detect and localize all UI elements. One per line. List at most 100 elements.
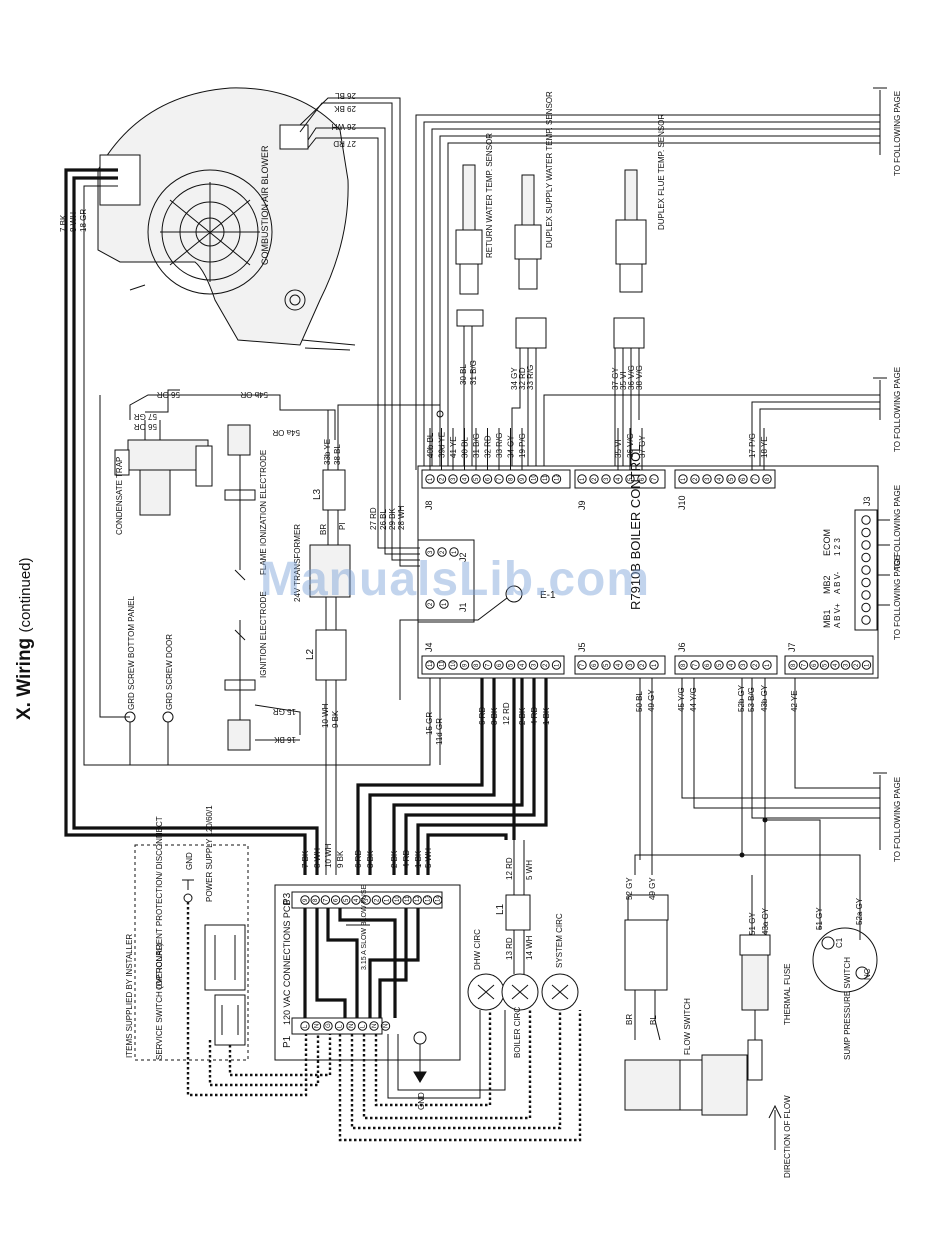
svg-text:13 RD: 13 RD — [505, 937, 514, 960]
j10-pin-label: 3 — [705, 477, 711, 481]
j8-pin-label: 12 — [555, 474, 561, 481]
p3-wire-label: 7 BK — [301, 850, 310, 868]
j6-pin-label: 6 — [705, 663, 711, 667]
svg-text:36 V/G: 36 V/G — [627, 365, 636, 390]
p1-pin-label: N — [372, 1024, 378, 1028]
e1-ground-terminal — [505, 585, 523, 603]
p1-pin — [380, 1021, 391, 1031]
p3-pin-label: 14 — [436, 895, 442, 902]
j7-pin — [851, 660, 861, 670]
p3-pin — [402, 895, 412, 905]
svg-text:GND: GND — [185, 852, 194, 870]
connections-pcb: P3 P1 120 VAC CONNECTIONS PCB 3.15 A SLO… — [274, 884, 461, 1110]
p3-pin-label: 3 — [364, 898, 370, 902]
p3-wire-label: 1 BK — [414, 850, 423, 868]
svg-text:PI: PI — [338, 522, 347, 530]
j2-pin-label: 3 — [428, 550, 434, 554]
j8-pin — [528, 474, 539, 484]
svg-text:3.15 A SLOW BLOW FUSE: 3.15 A SLOW BLOW FUSE — [361, 884, 368, 970]
j6-pin — [678, 660, 688, 670]
j8-wire-label: 32 RD — [484, 435, 493, 458]
svg-text:38 V/G: 38 V/G — [635, 365, 644, 390]
p3-pin — [381, 895, 392, 905]
j6-pin-label: 4 — [729, 663, 735, 667]
j8-pin — [459, 474, 470, 484]
j8-pin — [482, 474, 493, 484]
svg-text:15 GR: 15 GR — [273, 707, 296, 716]
svg-text:RETURN WATER TEMP. SENSOR: RETURN WATER TEMP. SENSOR — [485, 133, 494, 258]
svg-text:30 BL: 30 BL — [459, 364, 468, 385]
j3-pin — [861, 552, 871, 563]
p3-pin — [432, 895, 443, 905]
p3-wire-label: 4 RD — [402, 850, 411, 868]
svg-text:38 BL: 38 BL — [333, 444, 342, 465]
j8-pin-label: 9 — [520, 477, 526, 481]
j3-pin — [861, 602, 871, 613]
j10-pin — [702, 474, 712, 484]
svg-text:C1: C1 — [835, 937, 844, 948]
j8-pin-label: 10 — [532, 474, 538, 481]
svg-text:54b OR: 54b OR — [240, 390, 268, 399]
thermal-fuse: 51 GY 43a GY THERMAL FUSE — [739, 875, 792, 1081]
svg-text:J5: J5 — [577, 642, 587, 652]
p3-wire-label: 3 BK — [366, 850, 375, 868]
j7-pin — [861, 660, 872, 670]
j3-pin — [861, 515, 871, 525]
svg-text:27 RD: 27 RD — [369, 507, 378, 530]
p3-pin — [330, 895, 341, 905]
svg-text:1 2 3: 1 2 3 — [833, 538, 842, 556]
p3-pin — [300, 895, 310, 905]
j4-pin — [517, 660, 527, 670]
svg-text:IGNITION ELECTRODE: IGNITION ELECTRODE — [259, 591, 268, 678]
j3-pin — [861, 590, 871, 600]
j4-pin-label: 9 — [463, 663, 469, 667]
j8-pin — [471, 474, 481, 484]
j10-wire-label: 17 P/G — [748, 433, 757, 458]
j5-pin-label: 2 — [640, 663, 646, 667]
j6-pin — [738, 660, 748, 670]
continuation-label-4: TO FOLLOWING PAGE — [893, 555, 902, 640]
j1-pin — [439, 599, 449, 609]
svg-text:A B V+: A B V+ — [833, 603, 842, 628]
j5-pin — [625, 660, 635, 670]
svg-text:DUPLEX SUPPLY WATER TEMP. SENS: DUPLEX SUPPLY WATER TEMP. SENSOR — [545, 91, 554, 248]
j3-pin — [861, 565, 871, 575]
installer-items-box: ITEMS SUPPLIED BY INSTALLER SERVICE SWIT… — [125, 805, 249, 1061]
svg-text:44 Y/G: 44 Y/G — [689, 687, 698, 712]
svg-text:1 BK: 1 BK — [542, 707, 551, 725]
svg-text:10 WH: 10 WH — [321, 703, 330, 728]
svg-text:56 OR: 56 OR — [134, 422, 157, 431]
svg-text:12 RD: 12 RD — [505, 857, 514, 880]
svg-text:BOILER CIRC: BOILER CIRC — [513, 1007, 522, 1058]
svg-text:24V TRANSFORMER: 24V TRANSFORMER — [293, 524, 302, 602]
svg-text:56 OR: 56 OR — [157, 390, 180, 399]
j3-pin — [861, 540, 871, 550]
svg-text:42 YE: 42 YE — [790, 690, 799, 712]
p3-pin-label: 2 — [374, 898, 380, 902]
j8-pin — [494, 474, 504, 484]
p1-pin-label: L — [303, 1024, 309, 1028]
p1-pin — [346, 1021, 356, 1031]
svg-text:J4: J4 — [424, 642, 434, 652]
j8-pin — [551, 474, 562, 484]
p3-pin-label: 1 — [385, 898, 391, 902]
p1-pin-label: N — [349, 1024, 355, 1028]
continuation-label-1: TO FOLLOWING PAGE — [893, 91, 902, 176]
blower-left-wires: 7 BK 8 WH 18 GR — [59, 168, 431, 875]
j2-pin-label: 2 — [440, 550, 446, 554]
boiler-control-board: E-1 J8 J9 J10 J4 J5 J6 J7 J3 J2 J1 ECOM … — [399, 445, 879, 700]
p1-pin — [300, 1021, 310, 1031]
svg-text:OVERCURRENT PROTECTION/ DISCON: OVERCURRENT PROTECTION/ DISCONNECT — [155, 816, 164, 990]
j7-pin-label: 3 — [844, 663, 850, 667]
dhw-circulator: DHW CIRC — [467, 929, 505, 1011]
j8-wire-label: 40b BL — [426, 432, 435, 458]
j8-pin-label: 2 — [440, 477, 446, 481]
p3-pin-label: 12 — [415, 895, 421, 902]
j6-pin — [690, 660, 700, 670]
j7-pin — [840, 660, 851, 670]
j9-pin — [589, 474, 599, 484]
j5-pin-label: 1 — [652, 663, 658, 667]
j4-pin — [425, 660, 435, 670]
